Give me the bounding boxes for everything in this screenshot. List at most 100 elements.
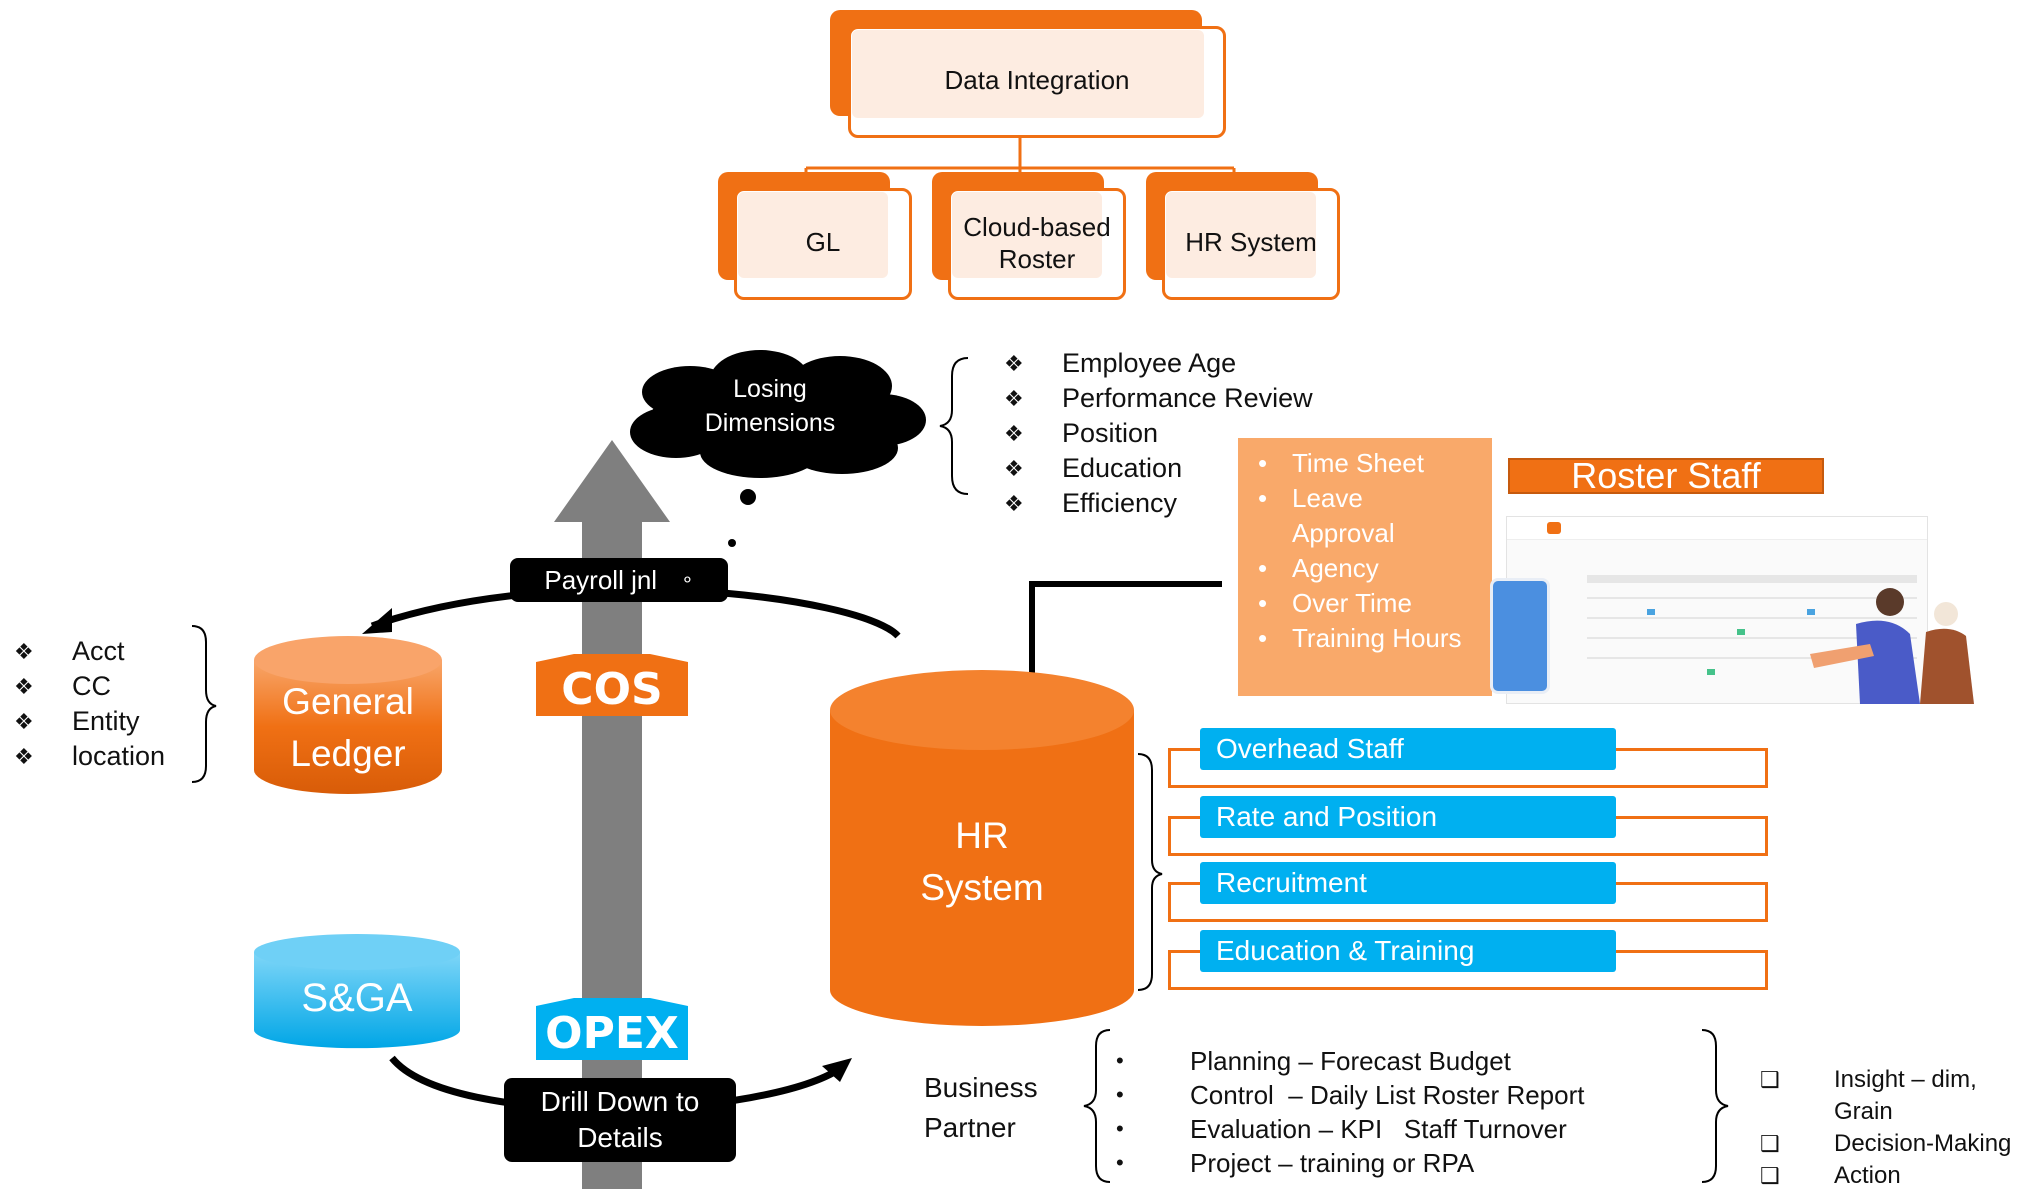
- dimension-text: Employee Age: [1062, 348, 1237, 378]
- drill-arrowhead: [822, 1058, 852, 1082]
- business-partner-list: • Planning – Forecast Budget • Control – D…: [1116, 1044, 1584, 1180]
- child-gl-label: GL: [805, 227, 841, 257]
- diamond-bullet-icon: ❖: [1004, 351, 1024, 376]
- diamond-bullet-icon: ❖: [14, 744, 34, 769]
- roster-item-text: Training Hours: [1292, 623, 1462, 653]
- screenshot-row: [1587, 597, 1917, 599]
- dimension-item: ❖Performance Review: [1004, 381, 1313, 416]
- screenshot-row: [1587, 657, 1917, 659]
- opex-label: OPEX: [545, 1007, 679, 1059]
- drill-down-pill: Drill Down to Details: [504, 1078, 736, 1162]
- screenshot-row: [1587, 637, 1917, 639]
- outcomes-list: ❑ Insight – dim, Grain ❑ Decision-Making ❑…: [1760, 1064, 2011, 1192]
- roster-items-box: •Time Sheet •Leave Approval •Agency •Ove…: [1238, 438, 1492, 696]
- dimension-text: Efficiency: [1062, 488, 1178, 518]
- dimension-item: ❖ Education: [1004, 451, 1313, 486]
- sga-label: S&GA: [301, 976, 413, 1020]
- bp-item: • Planning – Forecast Budget: [1116, 1044, 1584, 1078]
- bullet-icon: •: [1258, 588, 1268, 618]
- roster-items-list: •Time Sheet •Leave Approval •Agency •Ove…: [1258, 446, 1462, 656]
- roster-item: •Over Time: [1258, 586, 1462, 621]
- gl-dim-text: Entity: [72, 706, 140, 736]
- dimension-item: ❖ Efficiency: [1004, 486, 1313, 521]
- child-hr-label: HR System: [1185, 227, 1317, 257]
- thought-dot-large: [740, 489, 756, 505]
- vertical-flow-arrow: [554, 440, 670, 1189]
- gl-dim-item: ❖ Entity: [14, 704, 165, 739]
- child-roster-label: Cloud-based Roster: [963, 212, 1111, 274]
- bp-item: •Evaluation – KPI Staff Turnover: [1116, 1112, 1584, 1146]
- gl-dim-item: ❖CC: [14, 669, 165, 704]
- checkbox-icon: ❑: [1760, 1163, 1780, 1188]
- hr-module-rate-position: Rate and Position: [1200, 796, 1616, 838]
- bullet-icon: •: [1116, 1150, 1124, 1175]
- payroll-label: Payroll jnl: [544, 565, 658, 595]
- gl-dim-text: Acct: [72, 636, 125, 666]
- hr-module-recruitment: Recruitment: [1200, 862, 1616, 904]
- roster-item: •Time Sheet: [1258, 446, 1462, 481]
- people-illustration: [1810, 588, 1974, 704]
- hr-module-overhead-staff: Overhead Staff: [1200, 728, 1616, 770]
- checkbox-icon: ❑: [1760, 1131, 1780, 1156]
- dimension-text: Education: [1062, 453, 1183, 483]
- outcome-text: Insight – dim, Grain: [1834, 1066, 1977, 1125]
- bullet-icon: •: [1258, 623, 1268, 653]
- data-integration-fill: [852, 30, 1204, 118]
- brace-dimensions: [939, 357, 969, 495]
- payroll-pill: Payroll jnl ∘: [510, 558, 728, 602]
- general-ledger-label: General Ledger: [282, 681, 414, 774]
- bp-item: • Control – Daily List Roster Report: [1116, 1078, 1584, 1112]
- dimension-text: Position: [1062, 418, 1159, 448]
- bp-item: • Project – training or RPA: [1116, 1146, 1584, 1180]
- bp-item-text: Project – training or RPA: [1190, 1148, 1475, 1178]
- roster-item-text: Time Sheet: [1292, 448, 1424, 478]
- payroll-arrowhead: [362, 608, 392, 634]
- gl-dim-item: ❖ Acct: [14, 634, 165, 669]
- bp-item-text: Control – Daily List Roster Report: [1190, 1080, 1585, 1110]
- diamond-bullet-icon: ❖: [1004, 421, 1024, 446]
- data-integration-label: Data Integration: [944, 65, 1130, 95]
- diamond-bullet-icon: ❖: [14, 639, 34, 664]
- cos-label: COS: [561, 663, 663, 715]
- opex-ribbon: [536, 998, 688, 1060]
- outcome-text: Decision-Making: [1834, 1130, 2012, 1157]
- small-circle-icon: ∘: [681, 569, 694, 591]
- cos-ribbon: [536, 654, 688, 716]
- app-logo-icon: [1547, 522, 1561, 534]
- dimension-item: ❖ Position: [1004, 416, 1313, 451]
- diamond-bullet-icon: ❖: [14, 709, 34, 734]
- checkbox-icon: ❑: [1760, 1067, 1780, 1092]
- roster-app-screenshot: [1506, 516, 1928, 704]
- brace-bp-right: [1701, 1029, 1729, 1183]
- bullet-icon: •: [1116, 1082, 1124, 1107]
- outcome-item: ❑ Insight – dim, Grain: [1760, 1064, 2011, 1128]
- roster-item: • Agency: [1258, 551, 1462, 586]
- diamond-bullet-icon: ❖: [1004, 491, 1024, 516]
- brace-hr-modules: [1137, 753, 1163, 991]
- roster-to-hr-connector: [1029, 581, 1222, 690]
- shift-block: [1807, 609, 1815, 615]
- gl-dim-text: location: [72, 741, 166, 771]
- outcome-item: ❑ Decision-Making: [1760, 1128, 2011, 1160]
- child-roster-fill: [952, 192, 1102, 278]
- roster-item-text: Agency: [1292, 553, 1379, 583]
- child-gl-fill: [738, 192, 888, 278]
- diamond-bullet-icon: ❖: [14, 674, 34, 699]
- roster-item-text: Leave Approval: [1292, 483, 1395, 548]
- sga-cylinder: [254, 934, 460, 1049]
- bullet-icon: •: [1258, 553, 1268, 583]
- roster-staff-title: Roster Staff: [1508, 455, 1824, 496]
- gl-dimensions-list: ❖ Acct ❖CC ❖ Entity ❖ location: [14, 634, 165, 774]
- screenshot-row: [1587, 575, 1917, 583]
- bullet-icon: •: [1258, 483, 1268, 513]
- screenshot-row: [1587, 617, 1917, 619]
- screenshot-header: [1507, 517, 1927, 540]
- roster-item: • Leave Approval: [1258, 481, 1462, 551]
- losing-dimensions-cloud: [630, 350, 926, 478]
- shift-block: [1737, 629, 1745, 635]
- diamond-bullet-icon: ❖: [1004, 456, 1024, 481]
- diamond-bullet-icon: ❖: [1004, 386, 1024, 411]
- bp-item-text: Planning – Forecast Budget: [1190, 1046, 1511, 1076]
- bullet-icon: •: [1116, 1048, 1124, 1073]
